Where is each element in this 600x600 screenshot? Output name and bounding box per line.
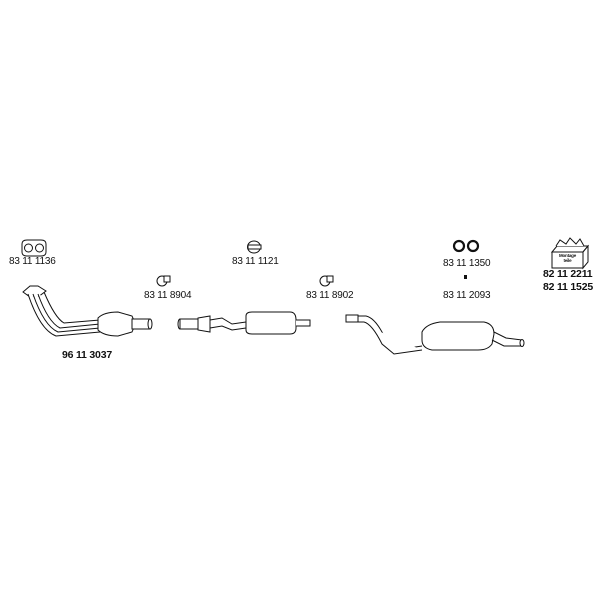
- middle-silencer-icon: [177, 311, 311, 335]
- part-number-rubber-ring-mid: 83 11 1121: [232, 256, 279, 267]
- rear-silencer-icon: [345, 314, 525, 355]
- part-number-mounting-kit-2: 82 11 1525: [543, 281, 593, 293]
- mounting-kit-box-icon: [550, 237, 590, 270]
- mounting-kit-box-label: Montage teile: [558, 253, 577, 263]
- part-number-clamp-rear: 83 11 8902: [306, 290, 354, 301]
- part-number-clamp-front: 83 11 8904: [144, 290, 192, 301]
- part-number-rubber-rings-rear: 83 11 1350: [443, 258, 491, 269]
- part-number-rear-bracket: 83 11 2093: [443, 290, 491, 301]
- rubber-rings-rear-icon: [452, 239, 480, 253]
- front-pipe-catalyst-icon: [22, 285, 153, 337]
- rubber-ring-mid-icon: [247, 240, 262, 254]
- rear-bracket-icon: [464, 275, 467, 279]
- part-number-gasket: 83 11 1136: [9, 256, 56, 267]
- part-number-front-pipe-catalyst: 96 11 3037: [62, 349, 112, 361]
- clamp-front-icon: [156, 275, 171, 287]
- part-number-mounting-kit-1: 82 11 2211: [543, 268, 593, 280]
- clamp-rear-icon: [319, 275, 334, 287]
- gasket-flange-icon: [21, 239, 47, 257]
